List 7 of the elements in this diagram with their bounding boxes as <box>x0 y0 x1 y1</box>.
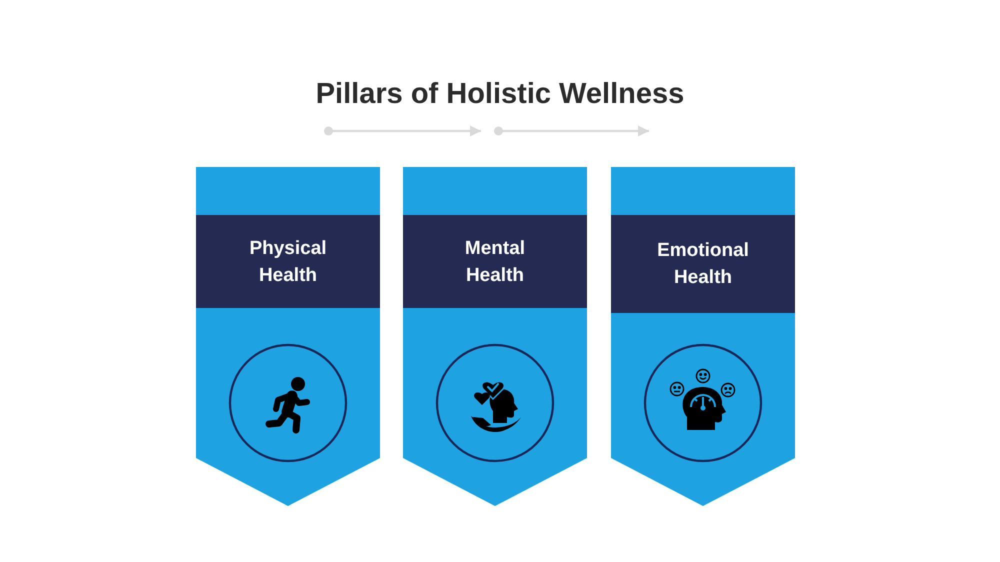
pillar-title: Emotional Health <box>656 239 750 290</box>
pillar-banner <box>403 167 587 506</box>
pillar-banner <box>196 167 380 506</box>
pillar-banner <box>611 167 795 506</box>
pillar-title: Physical Health <box>248 236 328 288</box>
pillar-title: Mental Health <box>464 236 526 288</box>
title: Pillars of Holistic Wellness <box>314 77 686 112</box>
